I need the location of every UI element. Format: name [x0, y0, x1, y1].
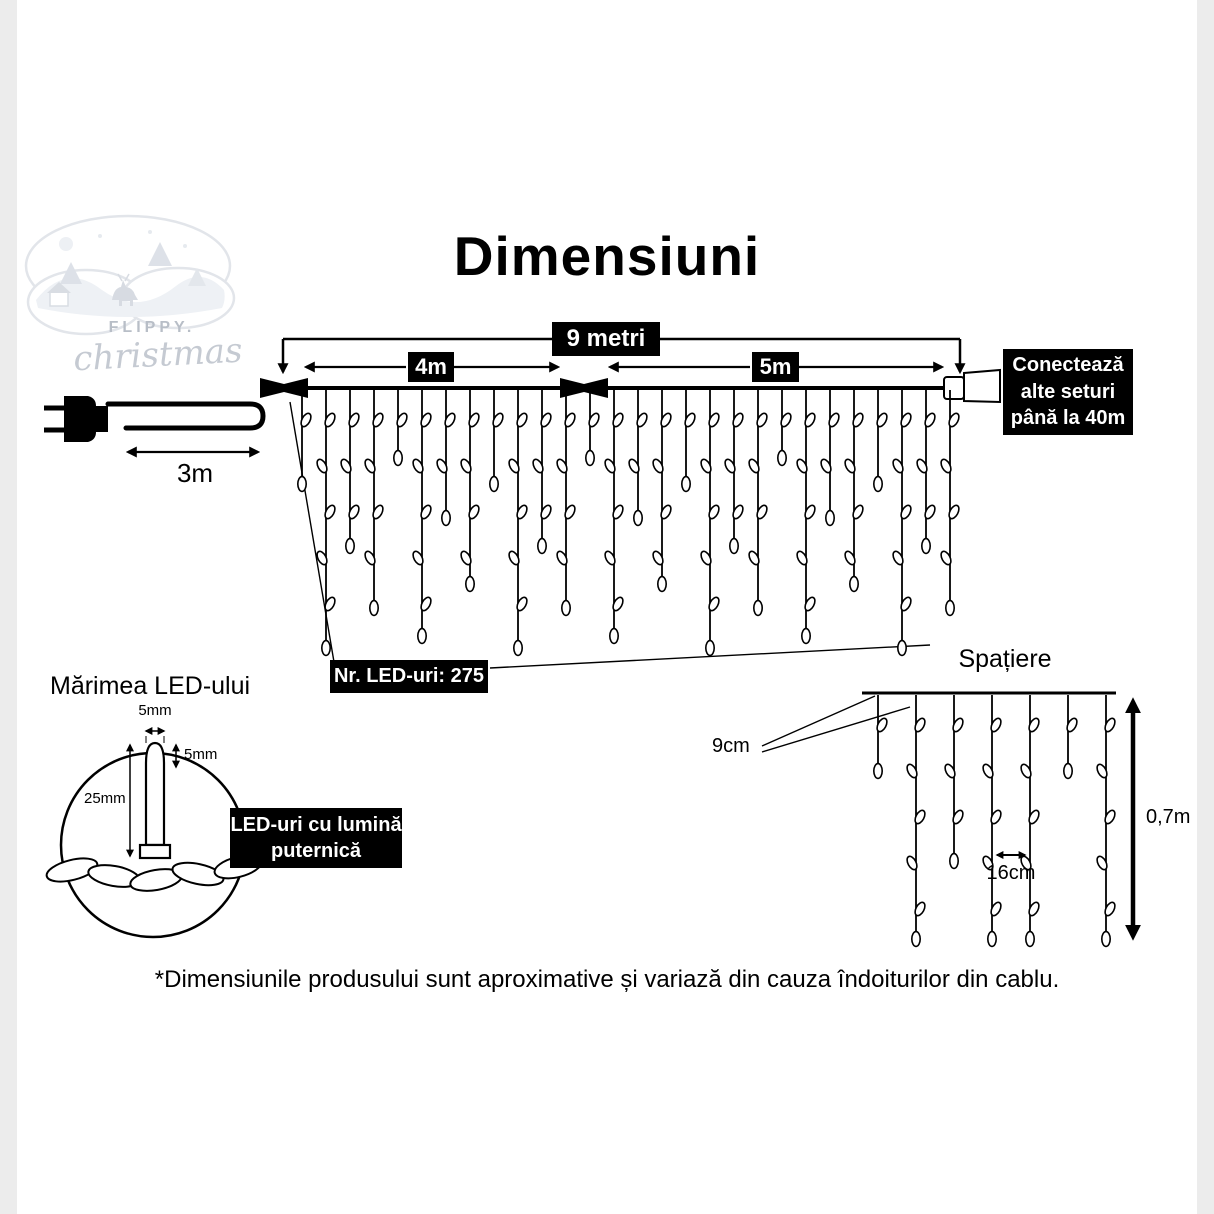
section-4m-label: 4m	[408, 352, 454, 382]
total-length-label: 9 metri	[552, 322, 660, 356]
twisted-cable-icon	[45, 854, 263, 892]
logo-tree-icon	[60, 262, 82, 284]
page-title: Dimensiuni	[453, 225, 761, 287]
led-width-label: 5mm	[138, 702, 172, 719]
left-margin	[0, 0, 17, 1214]
flippy-christmas-logo: FLIPPY. christmas	[24, 214, 243, 380]
led-count-label: Nr. LED-uri: 275	[330, 660, 488, 693]
logo-house-icon	[49, 291, 69, 307]
connect-sets-note: Conectează alte seturi până la 40m	[1003, 349, 1133, 435]
led-brightness-note-line1: LED-uri cu lumină	[230, 814, 402, 836]
led-bulb-icon	[138, 741, 172, 860]
power-plug-icon	[44, 396, 108, 442]
right-margin	[1197, 0, 1214, 1214]
end-connector-plug-icon	[963, 368, 1001, 404]
connector-mid-icon	[560, 378, 608, 398]
logo-tree-icon	[188, 268, 206, 286]
main-light-string-diagram	[44, 337, 1001, 669]
led-brightness-note-line2: puternică	[270, 840, 362, 862]
icicle-curtain	[296, 390, 960, 657]
end-connector-sleeve-icon	[943, 376, 965, 400]
spacing-drops	[872, 695, 1116, 948]
spacing-top-gap-label: 9cm	[712, 735, 750, 757]
logo-brand-name: FLIPPY.	[109, 319, 196, 336]
led-dimension-arrows	[126, 727, 180, 858]
led-tip-label: 5mm	[184, 746, 218, 763]
led-size-title: Mărimea LED-ului	[50, 672, 251, 700]
disclaimer-text: *Dimensiunile produsului sunt aproximati…	[154, 966, 1060, 993]
spacing-diagram	[761, 691, 1141, 948]
led-count-pointer-lines	[289, 401, 931, 669]
section-5m-label: 5m	[752, 352, 799, 382]
logo-moon-icon	[59, 237, 73, 251]
connector-left-icon	[260, 378, 308, 398]
led-brightness-note: LED-uri cu lumină puternică	[230, 808, 402, 868]
logo-script-name: christmas	[72, 331, 243, 380]
spacing-height-label: 0,7m	[1146, 806, 1191, 828]
logo-tree-icon	[148, 242, 172, 266]
logo-deer-icon	[112, 280, 138, 306]
lead-cable	[105, 401, 266, 431]
led-length-label: 25mm	[84, 790, 126, 807]
spacing-title: Spațiere	[958, 645, 1052, 673]
total-length-bracket	[277, 337, 966, 375]
top-gap-pointer-lines	[761, 695, 911, 753]
logo-hills	[36, 276, 225, 317]
led-size-diagram	[45, 727, 263, 939]
spacing-drop-gap-label: 16cm	[986, 862, 1036, 884]
lead-length-label: 3m	[176, 458, 214, 488]
